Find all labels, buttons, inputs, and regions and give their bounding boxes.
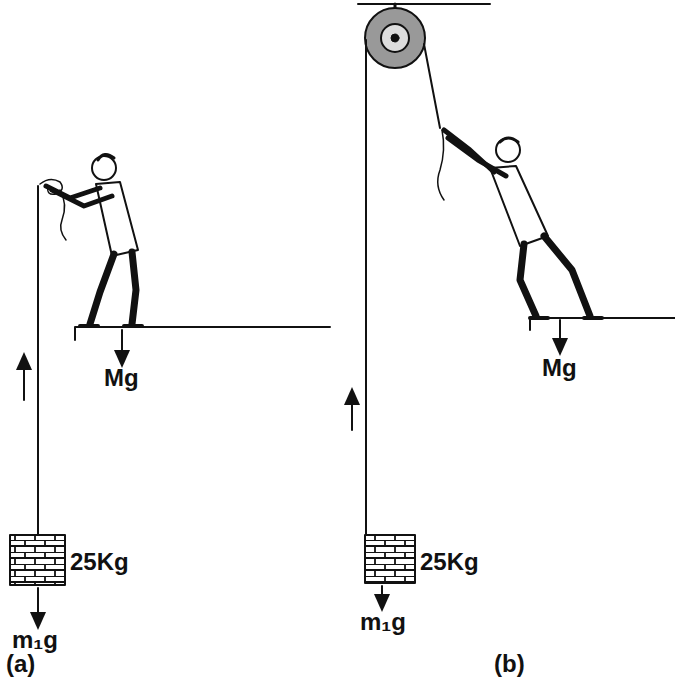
panel-label: (a) bbox=[6, 652, 35, 676]
panel-b bbox=[352, 4, 675, 604]
panel-label: (b) bbox=[494, 652, 525, 676]
weight-label: Mg bbox=[542, 356, 577, 380]
weight-label: Mg bbox=[104, 366, 139, 390]
force-label: m₁g bbox=[360, 610, 406, 634]
force-label: m₁g bbox=[12, 628, 58, 652]
mass-label: 25Kg bbox=[420, 550, 479, 574]
mass-label: 25Kg bbox=[70, 550, 129, 574]
panel-a bbox=[10, 154, 330, 622]
